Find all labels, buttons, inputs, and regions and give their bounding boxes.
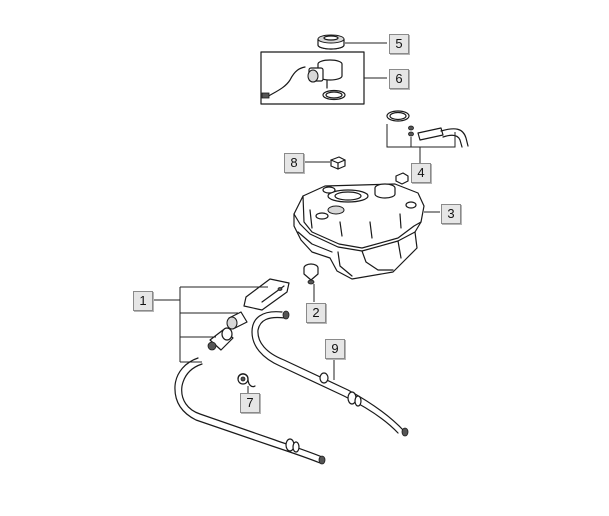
- callout-label-6: 6: [389, 69, 409, 89]
- fuel-line-hose-part: [251, 310, 409, 437]
- hose-clip-part: [237, 373, 256, 388]
- vent-hose-part: [174, 357, 326, 465]
- fuel-hose-clamp-part: [386, 110, 469, 148]
- leader-4: [386, 124, 456, 163]
- callout-label-9: 9: [325, 339, 345, 359]
- fuel-tank-part: [293, 183, 425, 280]
- fuel-filter-part: [207, 278, 290, 351]
- mount-nut-part: [330, 156, 346, 170]
- callout-label-1: 1: [133, 291, 153, 311]
- tank-nut-part: [395, 172, 409, 185]
- drain-valve-part: [303, 263, 319, 285]
- callout-label-5: 5: [389, 34, 409, 54]
- callout-label-8: 8: [284, 153, 304, 173]
- callout-label-3: 3: [441, 204, 461, 224]
- callout-label-4: 4: [411, 163, 431, 183]
- fuel-sender-part: [260, 51, 365, 105]
- leader-1: [152, 286, 268, 363]
- callout-label-2: 2: [306, 303, 326, 323]
- callout-label-7: 7: [240, 393, 260, 413]
- fuel-cap-part: [317, 34, 345, 50]
